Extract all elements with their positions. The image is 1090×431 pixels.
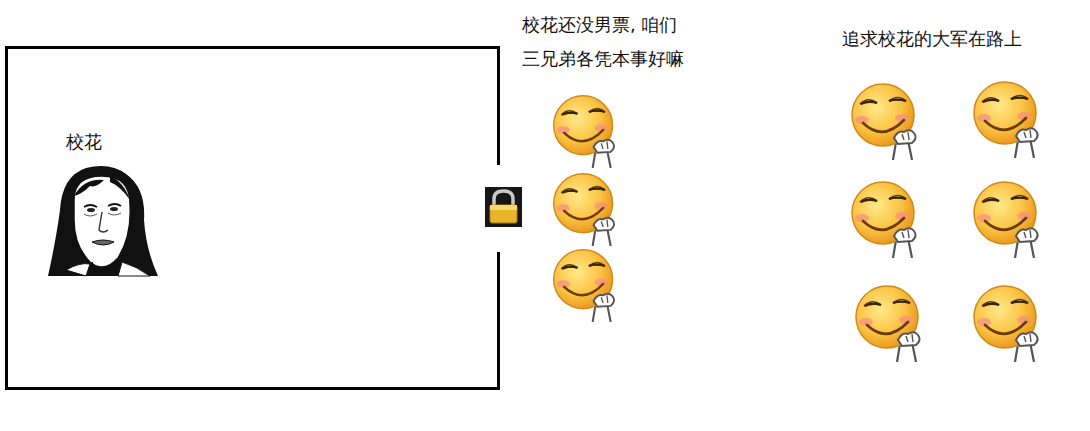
caption-note: 追求校花的大军在路上 xyxy=(842,22,1022,56)
smug-emoji xyxy=(554,174,614,246)
smug-emoji xyxy=(974,182,1038,258)
outlined-box: 校花 xyxy=(5,46,500,390)
smug-emoji xyxy=(974,82,1038,158)
box-border xyxy=(497,252,500,389)
smug-emoji xyxy=(856,286,920,362)
box-border xyxy=(497,46,500,165)
smug-emoji xyxy=(554,96,614,168)
smug-emoji xyxy=(974,286,1038,362)
girl-portrait xyxy=(48,166,158,276)
lock-icon xyxy=(485,187,522,227)
smug-emoji xyxy=(852,84,916,160)
box-label: 校花 xyxy=(66,125,102,159)
smug-emoji xyxy=(852,182,916,258)
caption-note: 校花还没男票, 咱们 三兄弟各凭本事好嘛 xyxy=(522,8,722,76)
smug-emoji xyxy=(554,250,614,322)
